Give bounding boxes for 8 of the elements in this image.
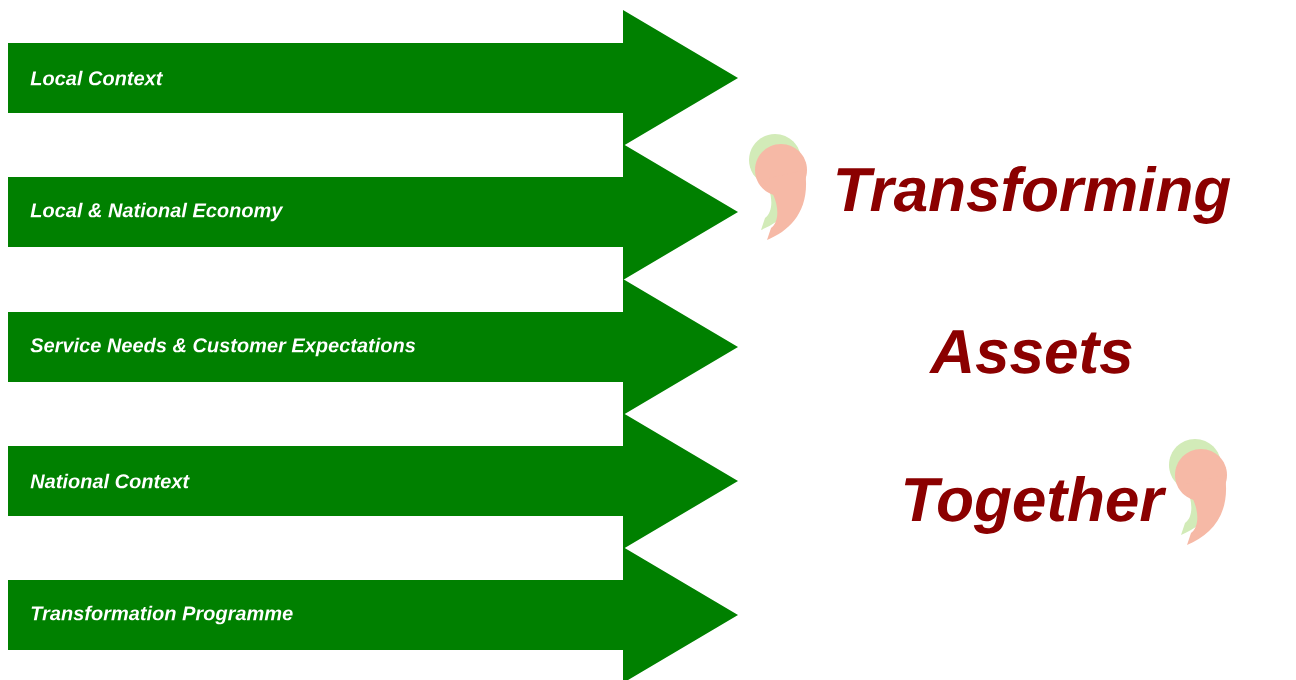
slogan-text: Transforming bbox=[837, 166, 1231, 224]
slogan-text: Assets bbox=[929, 330, 1132, 374]
pointed-banner: Local & National Economy bbox=[8, 144, 738, 280]
pointed-banner: Local Context bbox=[8, 10, 738, 146]
slogan-text: Together bbox=[904, 476, 1167, 534]
pointed-banner: Service Needs & Customer Expectations bbox=[8, 279, 738, 415]
pointed-banner: Transformation Programme bbox=[8, 547, 738, 680]
pointed-banner: National Context bbox=[8, 413, 738, 549]
